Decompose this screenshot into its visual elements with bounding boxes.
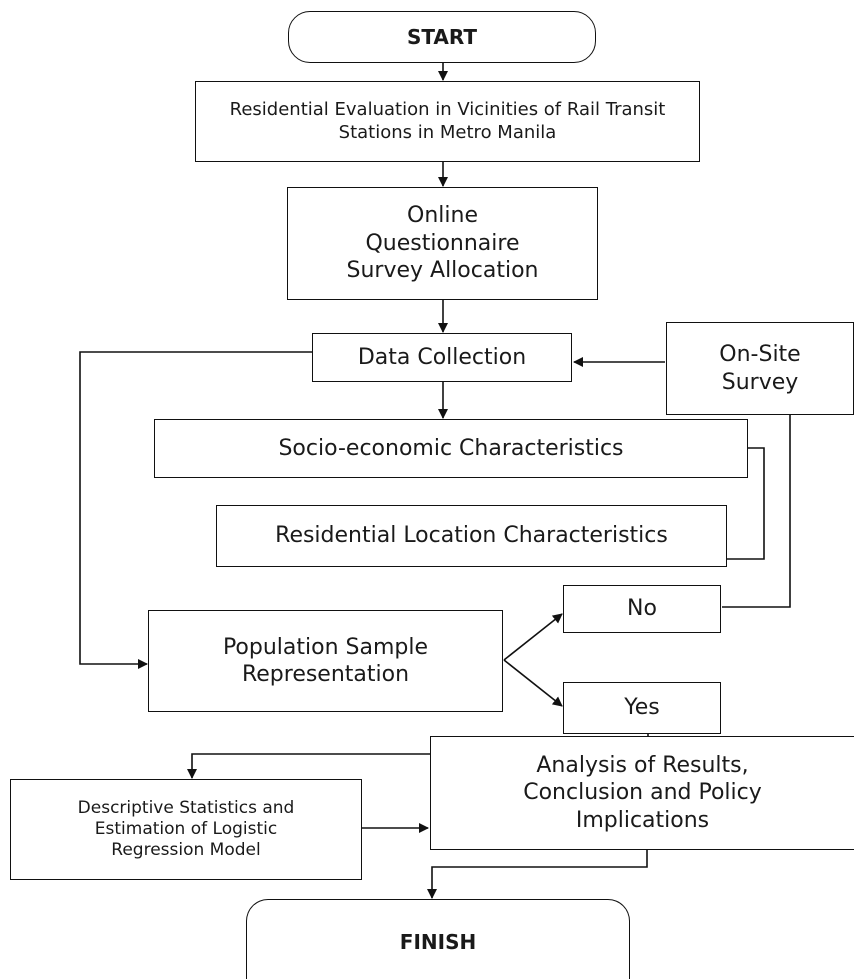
population-line-1: Population Sample xyxy=(222,634,429,660)
analysis-line-1: Analysis of Results, xyxy=(536,752,749,778)
analysis-line-2: Conclusion and Policy xyxy=(523,780,762,806)
characteristics-bracket xyxy=(727,447,765,560)
residential-location-label: Residential Location Characteristics xyxy=(275,523,668,549)
start-label: START xyxy=(406,24,478,49)
online-questionnaire-node: Online Questionnaire Survey Allocation xyxy=(287,187,598,300)
analysis-line-3: Implications xyxy=(575,807,710,833)
start-node: START xyxy=(288,11,596,63)
socio-economic-node: Socio-economic Characteristics xyxy=(154,419,748,478)
residential-location-node: Residential Location Characteristics xyxy=(216,505,727,567)
finish-node: FINISH xyxy=(246,899,630,979)
arrow-analysis-to-finish xyxy=(427,850,648,899)
population-line-2: Representation xyxy=(241,662,410,687)
data-collection-label: Data Collection xyxy=(357,344,527,370)
data-collection-node: Data Collection xyxy=(312,333,572,382)
questionnaire-line-2: Questionnaire xyxy=(365,230,520,256)
line-no-to-onsite xyxy=(722,415,791,608)
on-site-survey-line-1: On-Site xyxy=(719,342,801,367)
arrow-data-collection-to-population xyxy=(79,351,313,669)
on-site-survey-line-2: Survey xyxy=(721,369,799,395)
descriptive-line-3: Regression Model xyxy=(111,840,261,861)
no-label: No xyxy=(627,596,657,622)
yes-label: Yes xyxy=(624,695,660,721)
analysis-results-node: Analysis of Results, Conclusion and Poli… xyxy=(430,736,854,850)
on-site-survey-node: On-Site Survey xyxy=(666,322,854,415)
arrow-population-to-yes xyxy=(503,659,563,707)
arrow-population-to-no xyxy=(503,613,563,661)
descriptive-line-1: Descriptive Statistics and xyxy=(77,797,295,818)
questionnaire-line-1: Online xyxy=(407,203,478,229)
descriptive-line-2: Estimation of Logistic xyxy=(94,818,278,839)
no-node: No xyxy=(563,585,721,633)
residential-evaluation-node: Residential Evaluation in Vicinities of … xyxy=(195,81,700,162)
finish-label: FINISH xyxy=(399,930,477,954)
socio-economic-label: Socio-economic Characteristics xyxy=(278,435,624,461)
descriptive-statistics-node: Descriptive Statistics and Estimation of… xyxy=(10,779,362,880)
yes-node: Yes xyxy=(563,682,721,734)
questionnaire-line-3: Survey Allocation xyxy=(346,258,539,284)
population-sample-node: Population Sample Representation xyxy=(148,610,503,712)
residential-evaluation-label: Residential Evaluation in Vicinities of … xyxy=(229,99,666,143)
